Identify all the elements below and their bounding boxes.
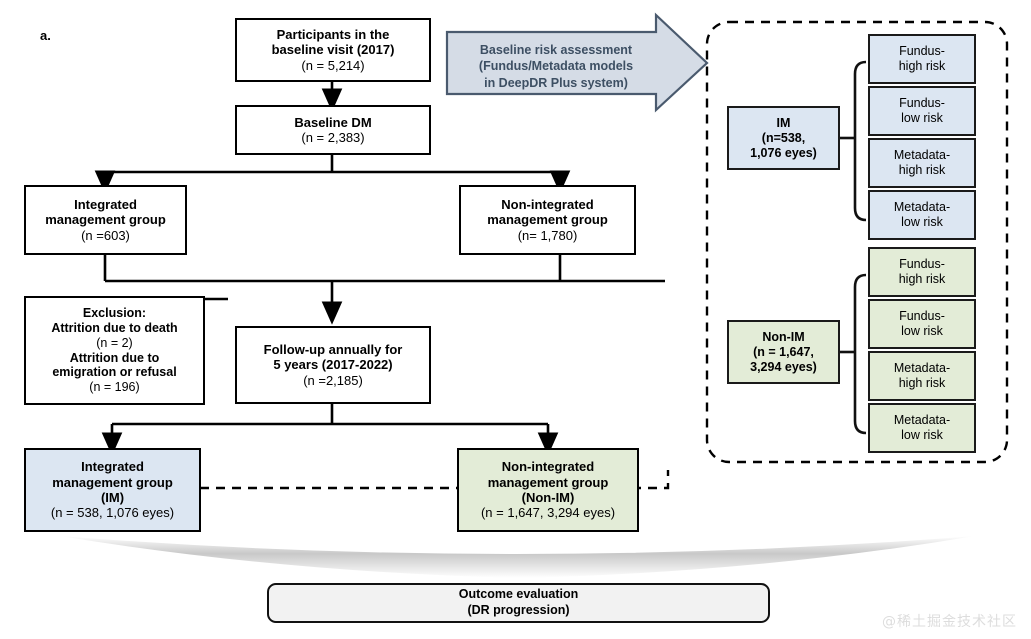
non-im-risk-2-line2: high risk	[898, 376, 946, 390]
non-im-risk-3-line2: low risk	[901, 428, 943, 442]
panel-non-im-risk-metadata-high: Metadata- high risk	[868, 351, 976, 401]
non-integrated-group-line2: management group	[487, 212, 608, 228]
node-non-im-final: Non-integrated management group (Non-IM)…	[457, 448, 639, 532]
baseline-dm-line2: (n = 2,383)	[301, 130, 365, 145]
im-risk-0-line2: high risk	[898, 59, 946, 73]
panel-im-risk-fundus-high: Fundus- high risk	[868, 34, 976, 84]
non-im-final-line2: management group	[487, 474, 609, 490]
node-participants: Participants in the baseline visit (2017…	[235, 18, 431, 82]
node-integrated-group: Integrated management group (n =603)	[24, 185, 187, 255]
integrated-group-line3: (n =603)	[81, 227, 130, 243]
non-im-risk-3-line1: Metadata-	[893, 413, 951, 427]
im-risk-3-line1: Metadata-	[893, 200, 951, 214]
im-risk-2-line2: high risk	[898, 163, 946, 177]
panel-box-non-im: Non-IM (n = 1,647, 3,294 eyes)	[727, 320, 840, 384]
node-non-integrated-group: Non-integrated management group (n= 1,78…	[459, 185, 636, 255]
panel-im-line1: IM	[776, 115, 791, 130]
im-final-line3: (IM)	[100, 490, 125, 505]
exclusion-line4: Attrition due to	[69, 350, 160, 365]
exclusion-line6: (n = 196)	[89, 380, 140, 394]
non-im-risk-0-line1: Fundus-	[899, 257, 945, 271]
node-baseline-dm: Baseline DM (n = 2,383)	[235, 105, 431, 155]
im-risk-1-line2: low risk	[901, 111, 943, 125]
assessment-arrow-line1: Baseline risk assessment	[479, 43, 633, 57]
non-im-risk-1-line2: low risk	[901, 324, 943, 338]
participants-line1: Participants in the	[276, 27, 390, 42]
participants-line3: (n = 5,214)	[301, 57, 365, 73]
non-im-final-line1: Non-integrated	[501, 459, 595, 475]
node-im-final: Integrated management group (IM) (n = 53…	[24, 448, 201, 532]
im-final-line1: Integrated	[81, 459, 144, 475]
integrated-group-line1: Integrated	[74, 197, 137, 212]
panel-im-risk-metadata-high: Metadata- high risk	[868, 138, 976, 188]
assessment-arrow-label: Baseline risk assessment (Fundus/Metadat…	[458, 42, 654, 91]
panel-non-im-line2: (n = 1,647,	[753, 344, 814, 359]
panel-non-im-line3: 3,294 eyes)	[750, 359, 817, 374]
exclusion-line2: Attrition due to death	[51, 321, 178, 335]
panel-im-risk-metadata-low: Metadata- low risk	[868, 190, 976, 240]
non-im-final-line4: (n = 1,647, 3,294 eyes)	[480, 505, 616, 521]
outcome-line1: Outcome evaluation	[458, 587, 579, 602]
panel-non-im-risk-metadata-low: Metadata- low risk	[868, 403, 976, 453]
node-outcome-evaluation: Outcome evaluation (DR progression)	[267, 583, 770, 623]
panel-im-risk-fundus-low: Fundus- low risk	[868, 86, 976, 136]
bracket-im	[853, 60, 867, 222]
bracket-non-im	[853, 273, 867, 435]
baseline-dm-line1: Baseline DM	[294, 114, 372, 130]
assessment-arrow-line3: in DeepDR Plus system)	[484, 75, 628, 90]
watermark: @稀土掘金技术社区	[882, 614, 1017, 630]
funnel-shape	[60, 536, 975, 578]
participants-line2: baseline visit (2017)	[271, 42, 395, 58]
non-im-final-line3: (Non-IM)	[521, 490, 575, 505]
im-risk-2-line1: Metadata-	[893, 148, 951, 162]
exclusion-line3: (n = 2)	[96, 335, 133, 350]
panel-non-im-risk-fundus-low: Fundus- low risk	[868, 299, 976, 349]
exclusion-line1: Exclusion:	[82, 306, 147, 321]
assessment-arrow-line2: (Fundus/Metadata models	[478, 59, 634, 74]
non-im-risk-0-line2: high risk	[898, 272, 946, 286]
non-integrated-group-line3: (n= 1,780)	[517, 227, 578, 243]
im-risk-1-line1: Fundus-	[899, 96, 945, 110]
non-integrated-group-line1: Non-integrated	[501, 197, 594, 212]
exclusion-line5: emigration or refusal	[52, 365, 177, 380]
followup-line3: (n =2,185)	[303, 372, 363, 388]
non-im-risk-1-line1: Fundus-	[899, 309, 945, 323]
im-final-line4: (n = 538, 1,076 eyes)	[50, 505, 175, 521]
panel-im-line2: (n=538,	[761, 130, 806, 145]
outcome-line2: (DR progression)	[467, 603, 570, 617]
node-exclusion: Exclusion: Attrition due to death (n = 2…	[24, 296, 205, 405]
followup-line1: Follow-up annually for	[263, 342, 403, 357]
followup-line2: 5 years (2017-2022)	[273, 357, 393, 373]
panel-box-im: IM (n=538, 1,076 eyes)	[727, 106, 840, 170]
panel-label: a.	[40, 28, 51, 43]
im-final-line2: management group	[52, 474, 173, 490]
panel-im-line3: 1,076 eyes)	[750, 145, 817, 160]
panel-non-im-risk-fundus-high: Fundus- high risk	[868, 247, 976, 297]
integrated-group-line2: management group	[45, 212, 166, 228]
node-followup: Follow-up annually for 5 years (2017-202…	[235, 326, 431, 404]
im-risk-3-line2: low risk	[901, 215, 943, 229]
im-risk-0-line1: Fundus-	[899, 44, 945, 58]
non-im-risk-2-line1: Metadata-	[893, 361, 951, 375]
panel-non-im-line1: Non-IM	[762, 329, 805, 344]
